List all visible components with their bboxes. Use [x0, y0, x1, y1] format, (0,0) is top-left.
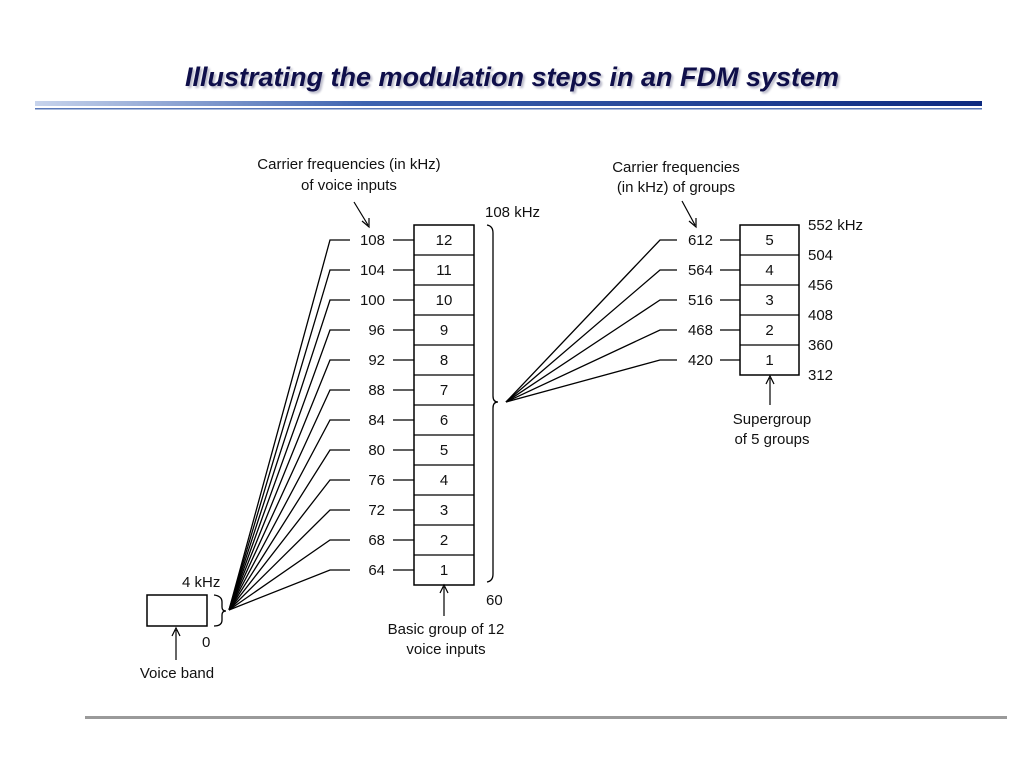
group-carrier-header-arrowhead: [688, 218, 697, 229]
supergroup-edge-freq: 504: [808, 247, 833, 264]
voice-fan-line: [228, 539, 350, 611]
supergroup-group-label: 5: [765, 232, 773, 249]
group-carrier-header-line2: (in kHz) of groups: [617, 179, 735, 196]
voice-carrier-label: 96: [368, 322, 385, 339]
group-fan-line: [505, 329, 677, 403]
group-carrier-header-arrow: [681, 200, 696, 226]
slide-title: Illustrating the modulation steps in an …: [184, 62, 840, 92]
group-channel-label: 12: [436, 232, 453, 249]
supergroup-rows: 5 612 4 564 3 516 2 468 1 420 552 kHz 504 456 408 360 3…: [688, 217, 863, 384]
voice-carrier-label: 84: [368, 412, 385, 429]
voice-fan-line: [228, 269, 350, 611]
supergroup-group-label: 3: [765, 292, 773, 309]
group-rows: 12 108 11 104 10 100 9 96 8 92 7 88 6 84 5 80 4 76 3 72 2 68 1…: [360, 224, 475, 586]
voice-carrier-label: 68: [368, 532, 385, 549]
group-carrier-label: 468: [688, 322, 713, 339]
voice-carrier-header-line2: of voice inputs: [301, 177, 397, 194]
group-channel-label: 8: [440, 352, 448, 369]
voice-fan-line: [228, 359, 350, 611]
voice-fan-line: [228, 419, 350, 611]
voice-carrier-label: 88: [368, 382, 385, 399]
voice-carrier-label: 92: [368, 352, 385, 369]
voice-fan-line: [228, 479, 350, 611]
supergroup-edge-freq: 360: [808, 337, 833, 354]
group-carrier-label: 564: [688, 262, 713, 279]
supergroup-edge-freq: 456: [808, 277, 833, 294]
supergroup-edge-freq: 552 kHz: [808, 217, 863, 234]
supergroup-group-label: 2: [765, 322, 773, 339]
voice-fan-line: [228, 509, 350, 611]
voice-fan-line: [228, 329, 350, 611]
voice-carrier-label: 76: [368, 472, 385, 489]
group-top-freq: 108 kHz: [485, 204, 540, 221]
group-fan-line: [505, 239, 677, 403]
group-brace: [486, 224, 499, 583]
voice-fan-line: [228, 569, 350, 611]
group-channel-label: 7: [440, 382, 448, 399]
group-channel-label: 6: [440, 412, 448, 429]
voice-band-box: [146, 594, 208, 627]
footer-rule: [85, 716, 1007, 719]
group-fan-line: [505, 359, 677, 403]
voice-carrier-label: 108: [360, 232, 385, 249]
group-channel-label: 3: [440, 502, 448, 519]
voice-band-arrowhead: [171, 626, 181, 637]
group-channel-label: 10: [436, 292, 453, 309]
supergroup-caption-arrowhead: [765, 374, 775, 385]
group-channel-label: 5: [440, 442, 448, 459]
group-channel-label: 1: [440, 562, 448, 579]
group-carrier-header-line1: Carrier frequencies: [612, 159, 740, 176]
supergroup-group-label: 1: [765, 352, 773, 369]
voice-band-bottom-label: 0: [202, 634, 210, 651]
voice-fan-line: [228, 449, 350, 611]
group-carrier-label: 516: [688, 292, 713, 309]
voice-band-caption: Voice band: [140, 665, 214, 682]
supergroup-edge-freq: 312: [808, 367, 833, 384]
title-underline: [35, 101, 982, 110]
voice-fan-line: [228, 239, 350, 611]
voice-fan-line: [228, 299, 350, 611]
group-caption-line1: Basic group of 12: [388, 621, 505, 638]
voice-carrier-label: 80: [368, 442, 385, 459]
voice-carrier-label: 104: [360, 262, 385, 279]
group-channel-label: 11: [436, 262, 452, 279]
group-fan-line: [505, 299, 677, 403]
group-carrier-label: 420: [688, 352, 713, 369]
group-channel-label: 2: [440, 532, 448, 549]
group-carrier-label: 612: [688, 232, 713, 249]
group-channel-label: 9: [440, 322, 448, 339]
voice-band-top-label: 4 kHz: [182, 574, 220, 591]
voice-carrier-label: 100: [360, 292, 385, 309]
group-caption-arrowhead: [439, 583, 449, 594]
voice-carrier-header-arrowhead: [361, 218, 370, 229]
supergroup-group-label: 4: [765, 262, 773, 279]
group-fan-line: [505, 269, 677, 403]
voice-band-brace: [213, 594, 227, 627]
voice-carrier-label: 64: [368, 562, 385, 579]
supergroup-caption-line2: of 5 groups: [734, 431, 809, 448]
supergroup-edge-freq: 408: [808, 307, 833, 324]
fan-lines: [228, 239, 677, 611]
voice-carrier-header-line1: Carrier frequencies (in kHz): [257, 156, 440, 173]
voice-carrier-label: 72: [368, 502, 385, 519]
group-bottom-freq: 60: [486, 592, 503, 609]
voice-fan-line: [228, 389, 350, 611]
voice-carrier-header-arrow: [353, 201, 369, 226]
group-channel-label: 4: [440, 472, 448, 489]
group-caption-line2: voice inputs: [406, 641, 485, 658]
supergroup-caption-line1: Supergroup: [733, 411, 811, 428]
